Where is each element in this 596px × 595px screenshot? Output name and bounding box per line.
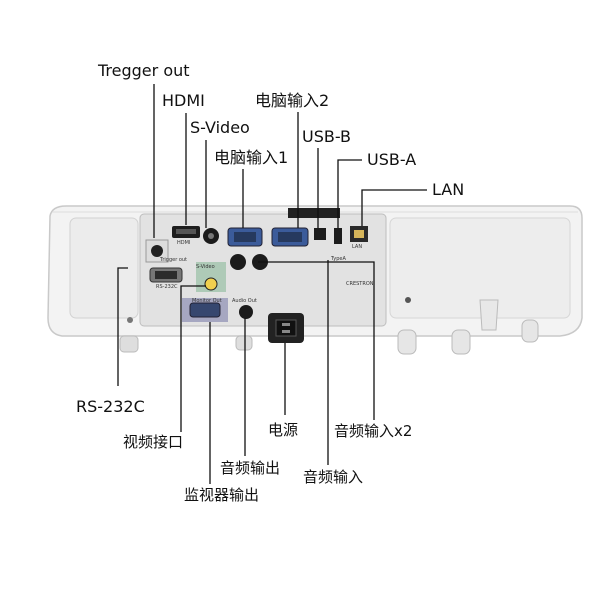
label-audio-in-x2: 音频输入x2: [334, 422, 413, 440]
label-video-in: 视频接口: [123, 433, 184, 451]
label-s-video: S-Video: [190, 118, 250, 137]
line-usb-a: [337, 159, 362, 228]
usb-a-port: [334, 228, 342, 244]
panel-lan-text: LAN: [352, 244, 363, 250]
foot-right-2: [451, 329, 471, 355]
label-rs232c: RS-232C: [76, 397, 145, 416]
panel-typea-text: TypeA: [331, 256, 346, 262]
monitor-out-port: [189, 302, 221, 318]
label-hdmi: HDMI: [162, 91, 205, 110]
line-rs232c: [117, 267, 128, 386]
trigger-jack: [151, 245, 163, 257]
black-top-strip: [288, 208, 340, 218]
panel-hdmi-text: HDMI: [177, 240, 191, 246]
panel-brand-text: CRESTRON: [346, 281, 374, 287]
label-monitor-out: 监视器输出: [184, 486, 260, 504]
kensington-hook: [479, 299, 499, 331]
line-lan: [361, 189, 427, 226]
label-computer-in-2: 电脑输入2: [255, 91, 330, 110]
label-power: 电源: [268, 421, 299, 439]
right-recess: [389, 217, 571, 319]
label-audio-out: 音频输出: [220, 459, 281, 477]
label-computer-in-1: 电脑输入1: [214, 148, 289, 167]
label-trigger-out: Tregger out: [98, 61, 190, 80]
left-recess: [69, 217, 139, 319]
panel-rs232c-text: RS-232C: [156, 284, 178, 290]
label-lan: LAN: [432, 180, 465, 199]
line-video: [180, 285, 206, 432]
panel-trigger-text: Trigger out: [160, 257, 188, 263]
label-usb-a: USB-A: [367, 150, 417, 169]
foot-right-3: [521, 319, 539, 343]
video-jack: [204, 277, 218, 291]
line-audio-in-x2: [258, 261, 375, 420]
screw-1: [405, 297, 411, 303]
leader-lines: [117, 84, 427, 484]
foot-mid: [235, 335, 253, 351]
label-usb-b: USB-B: [302, 127, 352, 146]
label-audio-in: 音频输入: [303, 468, 364, 486]
audio-in-1-jack: [230, 254, 246, 270]
foot-left: [119, 335, 139, 353]
foot-right-1: [397, 329, 417, 355]
panel-audio-out-text: Audio Out: [232, 298, 257, 304]
panel-svideo-text: S-Video: [196, 264, 215, 270]
usb-b-port: [314, 228, 326, 240]
screw-2: [127, 317, 133, 323]
audio-out-jack: [239, 305, 253, 319]
connector-panel: [139, 213, 387, 327]
panel-monitor-text: Monitor Out: [192, 298, 222, 304]
